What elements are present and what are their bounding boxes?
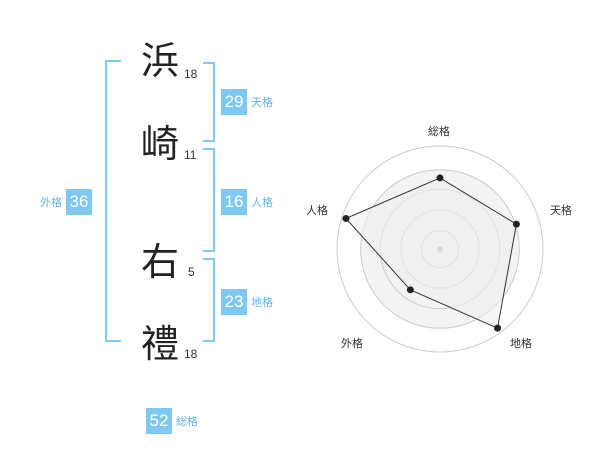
radar-point-3 xyxy=(494,324,502,332)
gaikaku-bracket xyxy=(105,60,121,342)
radar-label-tenkaku: 天格 xyxy=(550,204,572,217)
radar-point-2 xyxy=(512,220,520,228)
jinkaku-label: 人格 xyxy=(251,196,273,209)
jinkaku-value: 16 xyxy=(221,189,247,215)
radar-point-1 xyxy=(436,174,444,182)
tenkaku-label: 天格 xyxy=(251,96,273,109)
soukaku-badge: 52 総格 xyxy=(146,408,198,434)
tenkaku-bracket xyxy=(203,62,215,142)
gaikaku-value: 36 xyxy=(66,189,92,215)
jinkaku-badge: 16 人格 xyxy=(221,189,273,215)
radar-label-soukaku: 総格 xyxy=(428,125,450,138)
radar-grid-ring-2 xyxy=(360,169,520,329)
stroke-count-3: 5 xyxy=(188,265,195,279)
radar-point-4 xyxy=(406,286,414,294)
chikaku-label: 地格 xyxy=(251,296,273,309)
radar-value-polygon xyxy=(345,177,517,329)
soukaku-value: 52 xyxy=(146,408,172,434)
tenkaku-badge: 29 天格 xyxy=(221,89,273,115)
stroke-count-4: 18 xyxy=(184,347,198,361)
jinkaku-bracket xyxy=(203,148,215,252)
chikaku-bracket xyxy=(203,258,215,342)
radar-label-jinkaku: 人格 xyxy=(306,204,328,217)
radar-grid-ring-1 xyxy=(336,145,544,353)
gaikaku-badge: 外格 36 xyxy=(40,189,92,215)
stroke-count-2: 11 xyxy=(184,148,197,162)
gaikaku-label: 外格 xyxy=(40,196,62,209)
name-char-3: 右 xyxy=(141,240,180,284)
chikaku-badge: 23 地格 xyxy=(221,289,273,315)
stroke-count-1: 18 xyxy=(184,67,198,81)
radar-label-gaikaku: 外格 xyxy=(341,337,363,350)
radar-label-chikaku: 地格 xyxy=(510,337,532,350)
soukaku-label: 総格 xyxy=(176,415,198,428)
chikaku-value: 23 xyxy=(221,289,247,315)
radar-point-5 xyxy=(342,214,350,222)
tenkaku-value: 29 xyxy=(221,89,247,115)
name-char-1: 浜 xyxy=(141,39,180,83)
name-char-2: 崎 xyxy=(141,122,180,166)
name-char-4: 禮 xyxy=(141,322,180,366)
